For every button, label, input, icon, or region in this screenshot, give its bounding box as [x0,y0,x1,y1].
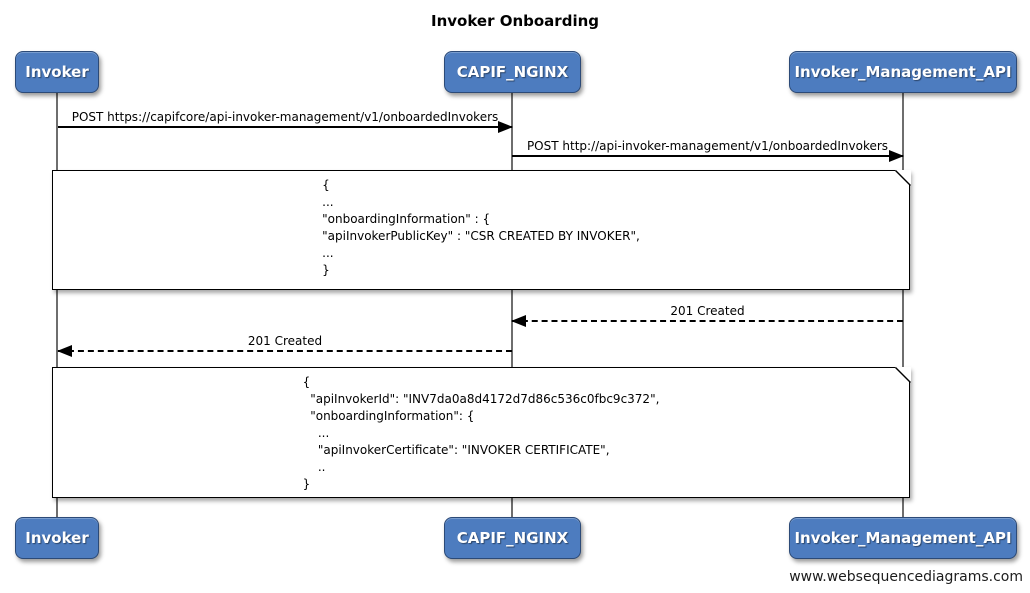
actor-label: Invoker_Management_API [794,529,1012,547]
note-onboarding-request-body: { ... "onboardingInformation" : { "apiIn… [52,169,911,290]
actor-label: Invoker [25,529,89,547]
arrowhead-left-icon [57,345,72,357]
arrowhead-left-icon [511,315,526,327]
watermark: www.websequencediagrams.com [789,569,1023,585]
note-folded-corner-icon [894,366,911,383]
actor-box-invoker-bottom: Invoker [15,517,99,559]
actor-label: CAPIF_NGINX [456,63,569,81]
message-label: POST http://api-invoker-management/v1/on… [526,139,889,153]
message-post-onboarded-invokers-https: POST https://capifcore/api-invoker-manag… [58,104,513,133]
actor-box-invoker-management-api-bottom: Invoker_Management_API [789,517,1017,559]
note-folded-corner-icon [894,169,911,186]
actor-box-capif-nginx-bottom: CAPIF_NGINX [444,517,581,559]
message-line [58,350,512,352]
arrowhead-right-icon [498,121,513,133]
arrowhead-right-icon [889,150,904,162]
message-post-onboarded-invokers-http: POST http://api-invoker-management/v1/on… [512,133,904,162]
note-onboarding-response-body: { "apiInvokerId": "INV7da0a8d4172d7d86c5… [52,366,911,498]
diagram-title: Invoker Onboarding [431,12,599,30]
actor-box-invoker-management-api-top: Invoker_Management_API [789,51,1017,93]
message-201-created-to-invoker: 201 Created [57,328,512,357]
message-label: 201 Created [670,304,745,318]
message-line [58,126,512,128]
actor-box-capif-nginx-top: CAPIF_NGINX [444,51,581,93]
note-text: { "apiInvokerId": "INV7da0a8d4172d7d86c5… [302,375,660,491]
note-text: { ... "onboardingInformation" : { "apiIn… [322,178,640,277]
lifeline-invoker-management-api [902,93,904,517]
message-201-created-to-capif: 201 Created [511,298,903,327]
lifeline-invoker [56,93,58,517]
actor-box-invoker-top: Invoker [15,51,99,93]
actor-label: Invoker_Management_API [794,63,1012,81]
actor-label: Invoker [25,63,89,81]
message-label: POST https://capifcore/api-invoker-manag… [71,110,499,124]
actor-label: CAPIF_NGINX [456,529,569,547]
message-label: 201 Created [247,334,323,348]
message-line [512,320,903,322]
lifeline-capif-nginx [511,93,513,517]
message-line [512,155,903,157]
